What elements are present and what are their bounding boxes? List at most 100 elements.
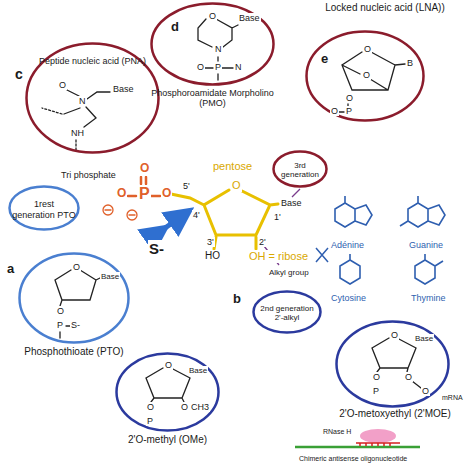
antisense-strand bbox=[356, 443, 400, 446]
atom-label: P bbox=[214, 62, 222, 72]
atom-label: Thymine bbox=[410, 293, 447, 303]
ellipse-shape bbox=[20, 254, 129, 343]
atom-label: B bbox=[406, 58, 414, 68]
double-arrow bbox=[158, 216, 182, 233]
atom-label: O bbox=[72, 262, 81, 272]
atom-label: 1' bbox=[273, 212, 282, 222]
atom-label: 5' bbox=[182, 181, 191, 191]
ellipse-shape bbox=[117, 354, 219, 431]
atom-label: N bbox=[78, 96, 87, 106]
atom-label: P bbox=[138, 185, 151, 203]
atom-label: N bbox=[234, 62, 243, 72]
ellipse-shape bbox=[254, 292, 321, 333]
atom-label: 3' bbox=[206, 237, 215, 247]
atom-label: O bbox=[363, 44, 372, 54]
atom-label: O bbox=[196, 62, 205, 72]
ellipse-shape bbox=[152, 4, 274, 85]
atom-label: e bbox=[320, 52, 329, 67]
guanine-ring bbox=[400, 196, 445, 227]
atom-label: Chimeric antisense oligonucleotide bbox=[298, 455, 408, 463]
atom-label: Adénine bbox=[330, 240, 365, 250]
atom-label: O bbox=[345, 93, 354, 103]
ellipse-node: 1rest generation PTO bbox=[8, 185, 80, 231]
atom-label: O bbox=[372, 372, 381, 382]
atom-label: d bbox=[170, 20, 180, 35]
atom-label: O bbox=[208, 11, 217, 21]
cross-mark bbox=[316, 248, 328, 262]
atom-label: CH3 bbox=[190, 402, 210, 412]
structures bbox=[42, 19, 421, 402]
atom-label: 4' bbox=[192, 210, 201, 220]
atom-label: P bbox=[146, 416, 154, 426]
atom-label: S- bbox=[70, 320, 81, 330]
atom-label: O bbox=[56, 306, 65, 316]
atom-label: a bbox=[6, 262, 15, 277]
thymine-ring bbox=[415, 254, 443, 284]
atom-label: O bbox=[421, 386, 430, 396]
ome-structure bbox=[146, 368, 190, 402]
atom-label: Base bbox=[414, 334, 434, 343]
atom-label: O bbox=[404, 372, 413, 382]
node-label: 2'O-metoxyethyl (2'MOE) bbox=[325, 408, 465, 420]
atom-label: NH bbox=[70, 128, 85, 138]
atom-label: 2' bbox=[258, 237, 267, 247]
atom-label: O bbox=[362, 70, 371, 80]
atom-label: HO bbox=[204, 250, 221, 262]
atom-label: O bbox=[330, 106, 339, 116]
atom-label: c bbox=[14, 66, 24, 82]
atom-label: Guanine bbox=[408, 240, 444, 250]
atom-label: P bbox=[56, 320, 64, 330]
atom-label: Base bbox=[280, 198, 303, 208]
atom-label: pentose bbox=[212, 160, 253, 173]
node-label: Locked nucleic acid (LNA)) bbox=[315, 2, 455, 14]
cytosine-ring bbox=[340, 254, 360, 284]
atom-label: Base bbox=[238, 13, 261, 23]
pna-structure bbox=[64, 90, 110, 127]
node-label: Phosphoroamidate Morpholino (PMO) bbox=[140, 88, 285, 109]
ellipse-shape bbox=[274, 152, 327, 187]
atom-label: Base bbox=[100, 272, 120, 281]
node-label: 3rd generation bbox=[275, 161, 325, 179]
atom-label: O bbox=[146, 402, 155, 412]
moe-structure bbox=[372, 338, 421, 388]
rnase-enzyme bbox=[360, 429, 396, 443]
atom-label: O bbox=[116, 187, 127, 201]
atom-label: P bbox=[372, 386, 380, 396]
minus-sign bbox=[105, 210, 135, 215]
pentose-ring bbox=[171, 190, 278, 249]
ellipse-node: 2nd generation 2'-alkyl bbox=[252, 290, 322, 334]
atom-label: O bbox=[231, 179, 242, 192]
phosphate-group bbox=[103, 177, 160, 220]
ellipse-shape bbox=[337, 322, 449, 407]
rnase-illustration bbox=[295, 429, 420, 447]
atom-label: O bbox=[161, 187, 172, 201]
atom-label: mRNA bbox=[441, 394, 464, 402]
node-label: Phosphothioate (PTO) bbox=[8, 346, 140, 358]
atom-label: S- bbox=[148, 240, 165, 257]
ribose-ring bbox=[171, 190, 278, 249]
node-label: Peptide nucleic acid (PNA) bbox=[35, 56, 150, 66]
atom-label: N bbox=[214, 44, 223, 54]
adenine-ring bbox=[335, 196, 372, 227]
atom-label: O bbox=[139, 162, 150, 176]
atom-label: Tri phosphate bbox=[60, 170, 117, 180]
ellipse-node: Peptide nucleic acid (PNA) bbox=[25, 42, 160, 154]
node-label: 2nd generation 2'-alkyl bbox=[256, 304, 318, 322]
atom-label: Base bbox=[112, 84, 135, 94]
node-label: 1rest generation PTO bbox=[12, 199, 76, 220]
atom-label: Alkyl group bbox=[268, 268, 310, 277]
atom-label: Cytosine bbox=[330, 293, 367, 303]
atom-label: RNase H bbox=[322, 428, 352, 436]
node-label: 2'O-methyl (OMe) bbox=[100, 434, 235, 446]
atom-label: Base bbox=[188, 366, 208, 375]
atom-label: OH = ribose bbox=[248, 250, 309, 263]
atom-label: O bbox=[180, 402, 189, 412]
pto-structure bbox=[55, 270, 100, 338]
ellipse-shape bbox=[307, 32, 424, 121]
ellipse-node: 3rd generation bbox=[272, 150, 328, 188]
ellipse-shape bbox=[10, 187, 79, 230]
atom-label: O bbox=[58, 80, 67, 90]
ellipse-shape bbox=[27, 44, 159, 153]
mrna-strand bbox=[295, 446, 420, 449]
